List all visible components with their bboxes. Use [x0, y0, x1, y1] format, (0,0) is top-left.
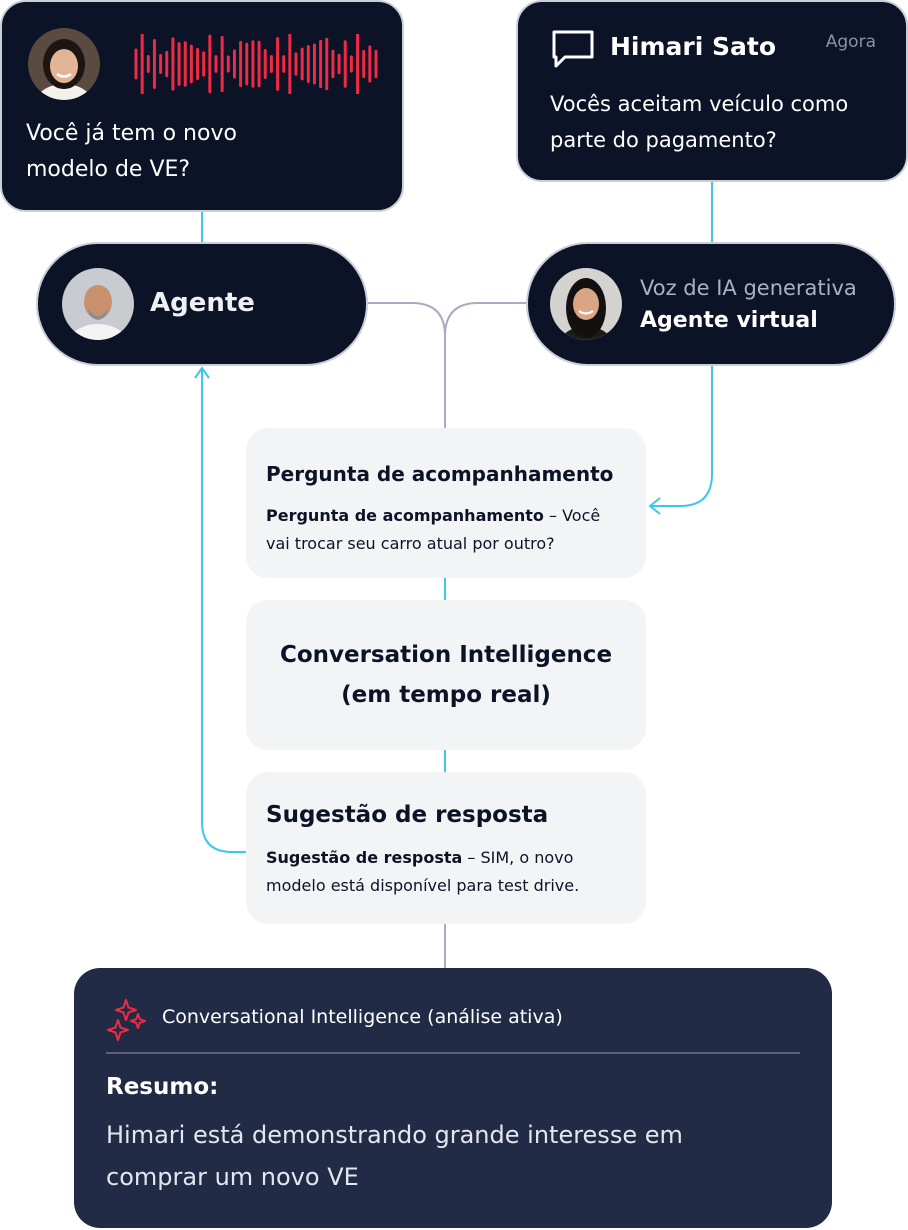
virtual-agent-node: Voz de IA generativa Agente virtual — [526, 242, 896, 366]
suggestion-title: Sugestão de resposta — [266, 802, 548, 828]
suggested-response-card: Sugestão de resposta Sugestão de respost… — [246, 772, 646, 924]
virtual-agent-title: Agente virtual — [640, 308, 818, 333]
followup-text: Pergunta de acompanhamento – Você vai tr… — [266, 502, 622, 558]
ci-line2: (em tempo real) — [341, 675, 551, 715]
agent-label: Agente — [150, 288, 255, 318]
message-time: Agora — [826, 32, 876, 52]
suggestion-label: Sugestão de resposta — [266, 848, 462, 867]
chat-bubble-icon — [550, 28, 596, 70]
followup-title: Pergunta de acompanhamento — [266, 462, 613, 486]
sender-name: Himari Sato — [610, 32, 776, 61]
agent-avatar — [62, 268, 134, 340]
customer-question: Você já tem o novo modelo de VE? — [26, 116, 306, 188]
summary-divider — [106, 1052, 800, 1054]
sparkle-icon — [104, 998, 148, 1042]
followup-question-card: Pergunta de acompanhamento Pergunta de a… — [246, 428, 646, 578]
summary-panel: Conversational Intelligence (análise ati… — [74, 968, 832, 1228]
customer-avatar — [28, 28, 100, 100]
chat-message-card: Himari Sato Agora Vocês aceitam veículo … — [516, 0, 908, 182]
ci-line1: Conversation Intelligence — [280, 635, 612, 675]
summary-label: Resumo: — [106, 1074, 218, 1100]
customer-voice-card: Você já tem o novo modelo de VE? — [0, 0, 404, 212]
audio-waveform-icon — [132, 34, 382, 94]
summary-text: Himari está demonstrando grande interess… — [106, 1114, 786, 1198]
followup-label: Pergunta de acompanhamento — [266, 506, 544, 525]
summary-header: Conversational Intelligence (análise ati… — [162, 1006, 563, 1028]
chat-message: Vocês aceitam veículo como parte do paga… — [550, 86, 890, 158]
conversation-intelligence-card: Conversation Intelligence (em tempo real… — [246, 600, 646, 750]
agent-node: Agente — [36, 242, 368, 366]
virtual-agent-avatar — [550, 268, 622, 340]
suggestion-text: Sugestão de resposta – SIM, o novo model… — [266, 844, 622, 900]
virtual-agent-subtitle: Voz de IA generativa — [640, 276, 857, 300]
